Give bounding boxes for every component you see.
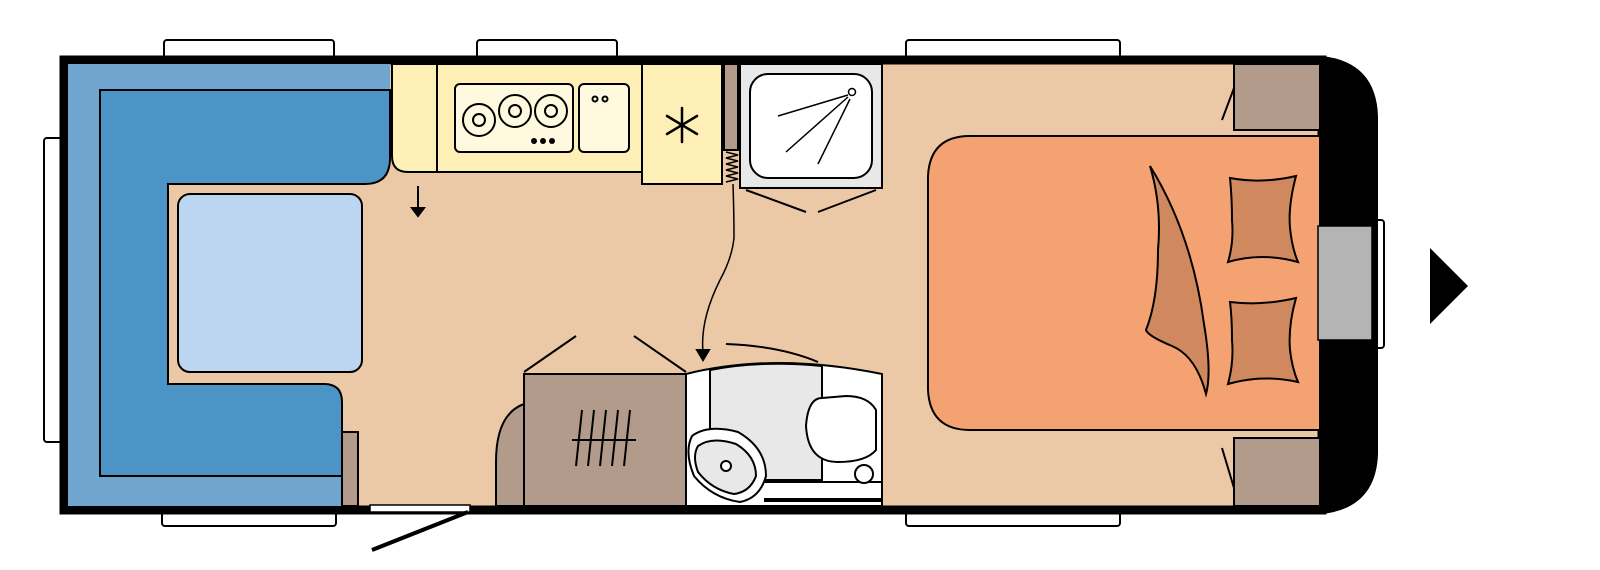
double-bed	[927, 135, 1321, 431]
window-top-2	[476, 39, 618, 59]
burner-icon	[508, 104, 522, 118]
knob-icon	[531, 138, 555, 144]
shower-door	[745, 189, 877, 213]
entrance-door	[369, 504, 471, 552]
partition-panel	[723, 63, 739, 151]
sink-icon	[578, 83, 630, 153]
snowflake-icon	[665, 106, 699, 144]
dinette-step	[341, 431, 359, 507]
toilet-icon	[804, 394, 877, 464]
shower-tray	[749, 73, 873, 179]
window-top-1	[163, 39, 335, 59]
drain-icon	[720, 460, 732, 472]
bed-area	[927, 63, 1321, 507]
tap-icon	[601, 95, 609, 103]
burner-icon	[462, 103, 496, 137]
washroom-door	[725, 343, 819, 363]
burner-icon	[472, 113, 486, 127]
burner-icon	[544, 104, 558, 118]
bedside-door-top	[1221, 87, 1235, 121]
door-opening	[369, 504, 471, 513]
kitchen-arrow-head	[410, 207, 426, 218]
tap-icon	[591, 95, 599, 103]
bedside-table-top	[1233, 63, 1321, 131]
wardrobe-side	[495, 402, 525, 507]
partition-wall	[695, 63, 739, 362]
pillow-icon	[1226, 174, 1300, 264]
cable-line	[701, 183, 735, 353]
dinette-table	[177, 193, 363, 373]
bedside-table-bottom	[1233, 437, 1321, 507]
wardrobe-door	[523, 335, 687, 373]
wardrobe	[495, 335, 687, 507]
cable-arrow-head	[695, 349, 711, 362]
door-leaf	[371, 510, 469, 552]
window-top-3	[905, 39, 1121, 59]
hanger-icon	[572, 409, 636, 467]
bedside-door-bottom	[1221, 447, 1235, 489]
spring-icon	[725, 151, 739, 183]
toilet-flush-icon	[854, 464, 874, 484]
kitchen	[391, 63, 723, 218]
direction-arrow-icon	[1430, 248, 1468, 324]
dinette	[68, 64, 391, 507]
tail-light	[1317, 225, 1373, 341]
washroom	[685, 343, 883, 507]
pillow-icon	[1226, 296, 1300, 386]
bed-blanket-fold	[1144, 165, 1210, 398]
shower-icon	[777, 87, 857, 165]
dinette-seat-cushion	[99, 89, 391, 477]
burner-icon	[498, 94, 532, 128]
shower	[739, 63, 883, 213]
burner-icon	[534, 94, 568, 128]
